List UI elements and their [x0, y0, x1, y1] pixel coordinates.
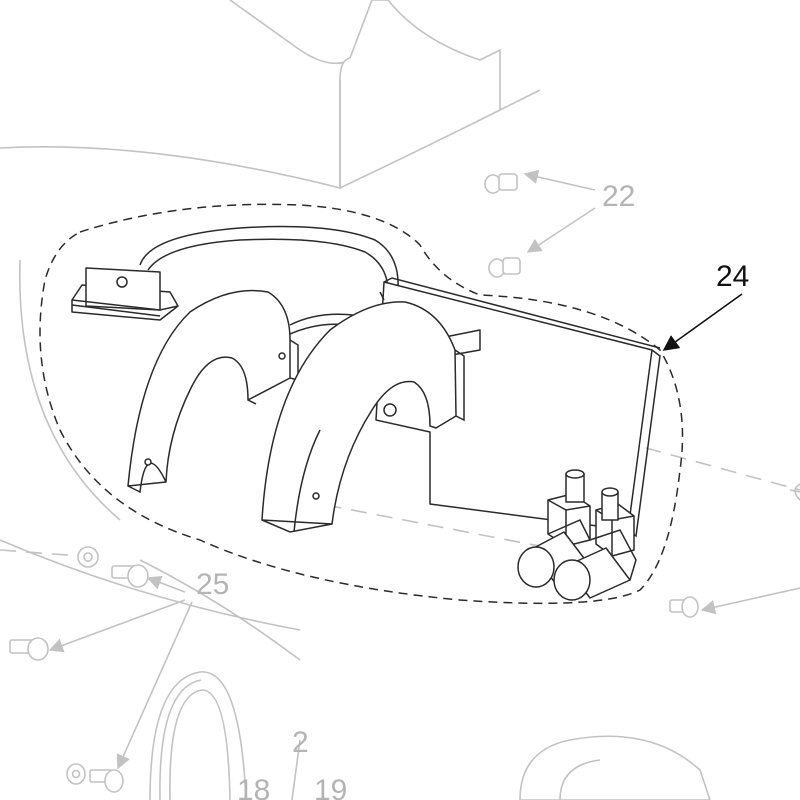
- screw-22-lower: [488, 257, 521, 278]
- callout-25: 25: [196, 568, 229, 601]
- connector-cylinder-right: [553, 529, 637, 601]
- callout-25-arrows: [48, 489, 800, 770]
- hub-disc: [519, 735, 711, 800]
- callout-22: 22: [602, 180, 635, 213]
- washer-25-bottom: [66, 763, 86, 785]
- screw-25-bottom: [89, 769, 124, 793]
- housing-outline: [0, 259, 301, 661]
- push-button-right: [595, 487, 635, 557]
- screw-25-lower-left: [9, 637, 49, 661]
- assembly-dashed-boundary: [39, 203, 684, 605]
- callout-18: 18: [237, 774, 270, 800]
- leader-2: [291, 739, 301, 800]
- callout-24: 24: [716, 260, 749, 293]
- belt-ring: [149, 671, 247, 800]
- screw-25-left: [111, 564, 149, 588]
- sensor-module: [71, 267, 179, 321]
- screw-25-right: [669, 596, 699, 618]
- callout-19: 19: [314, 774, 347, 800]
- screw-22-upper: [484, 173, 518, 194]
- left-arch-bracket: [127, 289, 299, 494]
- callout-2: 2: [292, 726, 309, 759]
- callout-24-arrow: [662, 293, 743, 351]
- right-arch-bracket: [261, 301, 465, 533]
- sensor-cable: [139, 225, 399, 336]
- callout-22-arrows: [523, 169, 596, 253]
- washer-25-left: [77, 546, 99, 568]
- screw-edge-right: [794, 483, 800, 501]
- housing-top-shell: [0, 0, 541, 190]
